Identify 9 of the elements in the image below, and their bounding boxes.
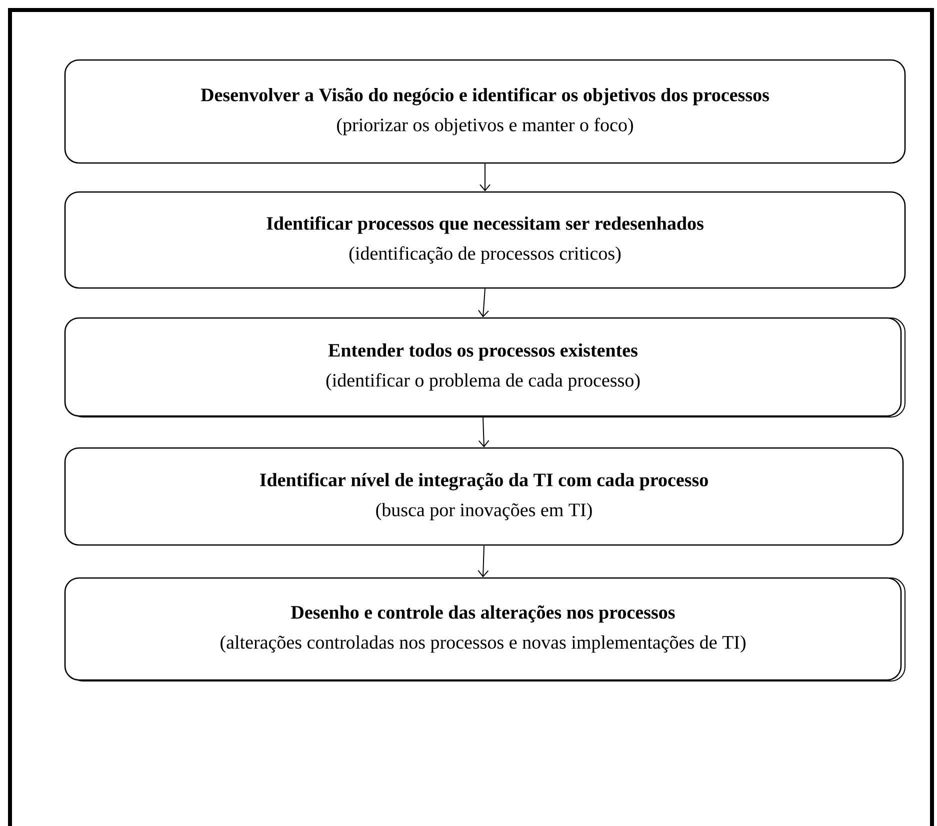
process-box: Entender todos os processos existentes (identificar o problema de cada processo) <box>64 317 906 418</box>
arrow <box>478 545 489 578</box>
arrow <box>478 288 489 318</box>
arrow <box>480 163 490 192</box>
process-box: Identificar processos que necessitam ser redesenhados (identificação de processos criticos) <box>64 191 906 289</box>
process-box: Desenho e controle das alterações nos processos (alterações controladas nos processos e novas implementações de TI) <box>64 577 906 682</box>
process-box: Desenvolver a Visão do negócio e identificar os objetivos dos processos (priorizar os objetivos e manter o foco) <box>64 59 906 164</box>
process-box: Identificar nível de integração da TI com cada processo (busca por inovações em TI) <box>64 447 904 546</box>
arrow <box>478 416 490 448</box>
